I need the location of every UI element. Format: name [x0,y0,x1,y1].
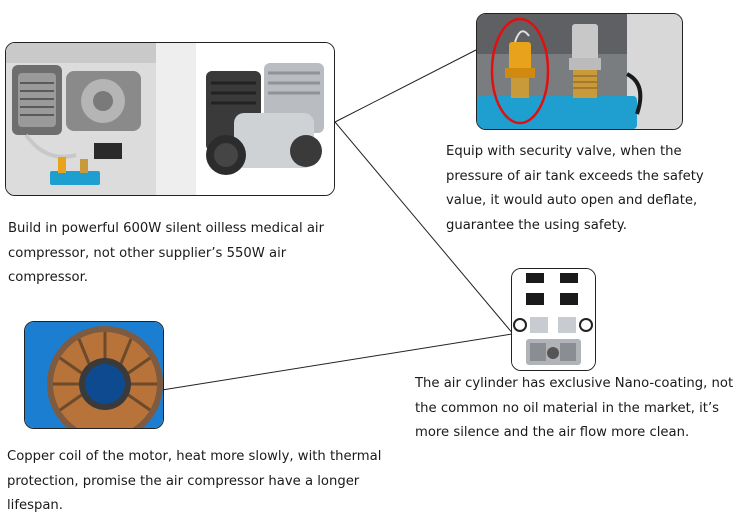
connector-valve [334,49,477,123]
security-valve-photo [477,14,682,129]
coil-caption: Copper coil of the motor, heat more slow… [7,449,382,513]
compressor-image-frame [5,42,335,196]
valve-caption: Equip with security valve, when the pres… [446,144,704,233]
highlight-circle [490,17,550,125]
air-compressor-photo [6,43,334,195]
cylinder-image-frame [511,268,596,371]
compressor-caption: Build in powerful 600W silent oilless me… [8,221,325,285]
copper-coil-photo [25,322,163,428]
cylinder-caption: The air cylinder has exclusive Nano-coat… [415,376,734,440]
coil-image-frame [24,321,164,429]
air-cylinder-parts-photo [512,269,595,370]
valve-image-frame [476,13,683,130]
